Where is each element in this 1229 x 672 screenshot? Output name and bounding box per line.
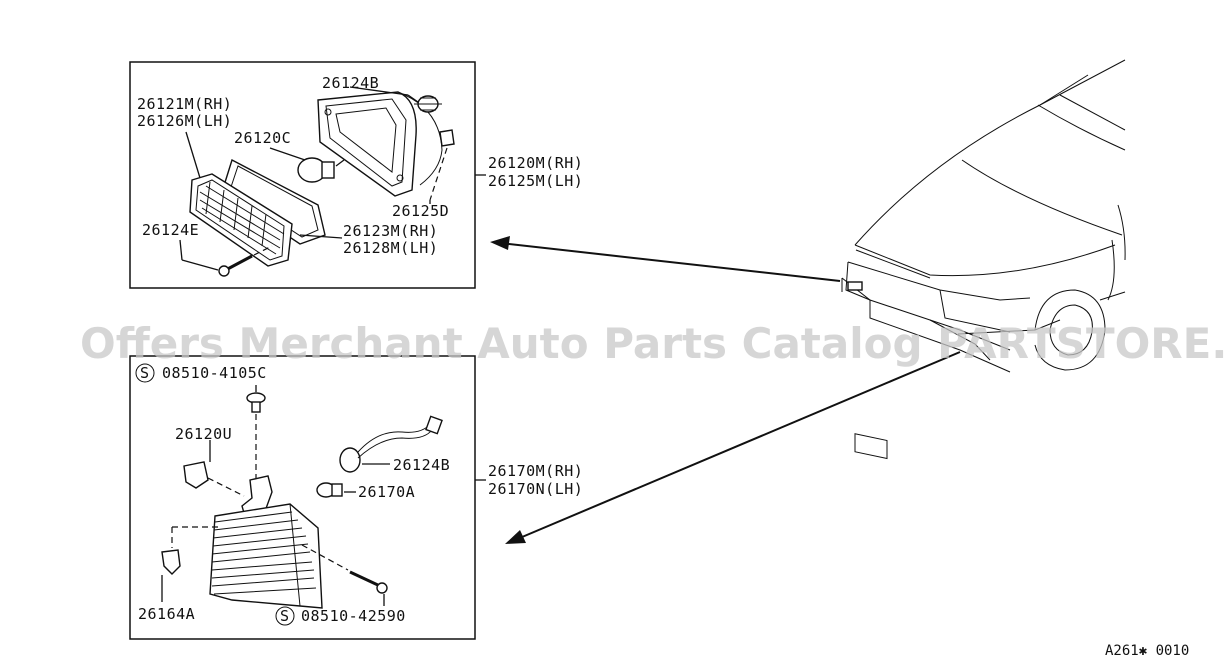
label-26170A: 26170A: [358, 483, 415, 501]
push-clip-illustration: [161, 526, 218, 575]
arrow-head-upper-icon: [490, 236, 510, 250]
label-26121M-rh: 26121M(RH): [137, 95, 232, 113]
label-26124E: 26124E: [142, 221, 199, 239]
label-26170N-lh: 26170N(LH): [488, 480, 583, 498]
socket-wire-illustration: [339, 415, 443, 473]
label-26123M-rh: 26123M(RH): [343, 222, 438, 240]
lens-illustration: [189, 173, 293, 267]
label-26125D: 26125D: [392, 202, 449, 220]
s-symbol-bottom-icon: [275, 606, 295, 626]
label-08510-42590: 08510-42590: [301, 607, 406, 625]
label-26164A: 26164A: [138, 605, 195, 623]
diagram-code: A261✱ 0010: [1105, 643, 1189, 659]
label-26125M-lh: 26125M(LH): [488, 172, 583, 190]
label-26124B-upper: 26124B: [322, 74, 379, 92]
watermark-text: Offers Merchant Auto Parts Catalog PARTS…: [80, 319, 1229, 368]
side-lamp-icon: [847, 281, 863, 291]
socket-illustration: [407, 94, 442, 113]
label-08510-4105C: 08510-4105C: [162, 364, 267, 382]
label-26170M-rh: 26170M(RH): [488, 462, 583, 480]
side-marker-lens-illustration: [209, 503, 323, 609]
label-26124B-lower: 26124B: [393, 456, 450, 474]
bolt-illustration: [246, 392, 266, 490]
screw-illustration: [218, 245, 273, 277]
label-26120U: 26120U: [175, 425, 232, 443]
car-illustration: [841, 59, 1126, 460]
label-26120M-rh: 26120M(RH): [488, 154, 583, 172]
upper-parts-box: 26124B 26121M(RH) 26126M(LH) 26120C 2612…: [129, 61, 476, 289]
pointer-arrows: [490, 236, 961, 544]
lamp-housing-illustration: [317, 91, 443, 197]
lower-parts-box: S S 08510-4105C 26120U 26124B 26170A 261…: [129, 355, 476, 640]
s-symbol-bottom: S: [280, 607, 290, 625]
clip-illustration: [439, 129, 455, 147]
retainer-clip-illustration: [183, 461, 245, 497]
bulb-small-illustration: [316, 482, 343, 498]
label-26128M-lh: 26128M(LH): [343, 239, 438, 257]
label-26120C: 26120C: [234, 129, 291, 147]
screw-lower-illustration: [301, 544, 388, 594]
bulb-illustration: [297, 157, 345, 183]
s-symbol-top-icon: [135, 363, 155, 383]
s-symbol-top: S: [140, 364, 150, 382]
arrow-head-lower-icon: [505, 530, 526, 544]
label-26126M-lh: 26126M(LH): [137, 112, 232, 130]
